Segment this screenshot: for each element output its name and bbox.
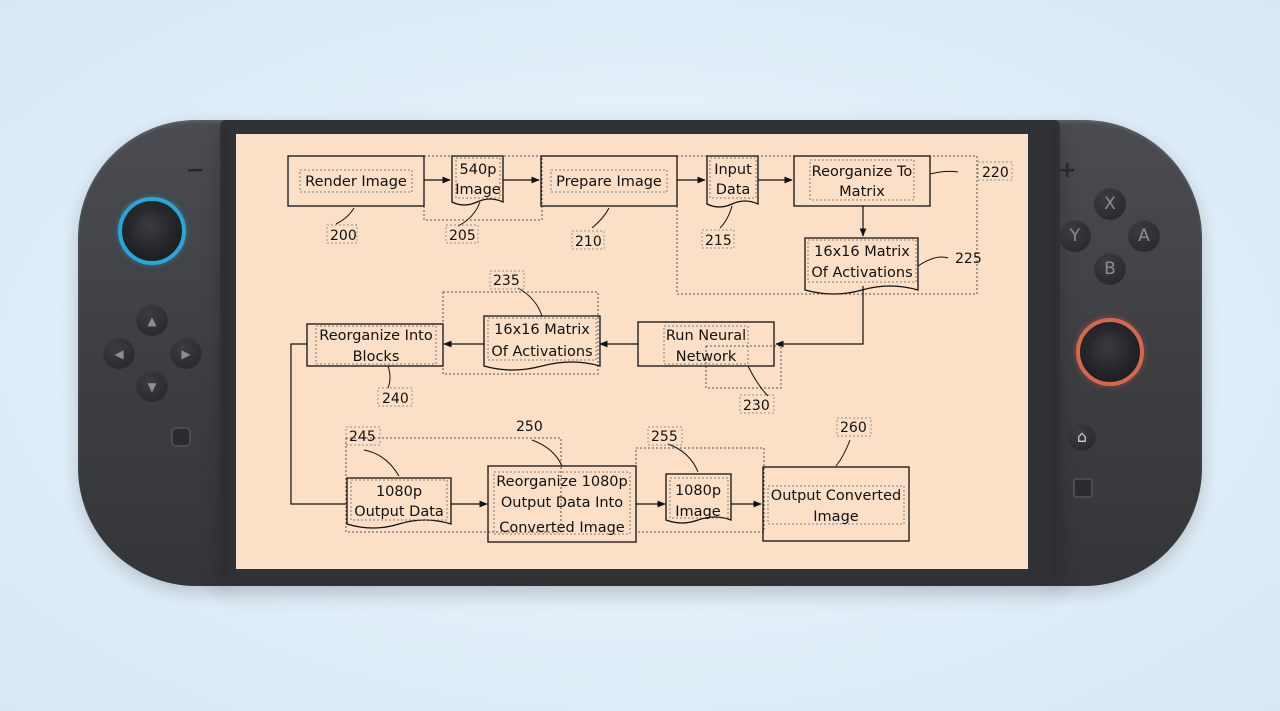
label-prepare-image: Prepare Image bbox=[556, 174, 662, 190]
dpad-up-button[interactable]: ▲ bbox=[136, 304, 168, 336]
ref-205: 205 bbox=[449, 228, 476, 244]
dpad-down-button[interactable]: ▼ bbox=[136, 370, 168, 402]
ref-numbers: 200 205 210 215 220 225 230 235 240 245 … bbox=[326, 161, 1013, 446]
left-analog-stick[interactable] bbox=[118, 197, 186, 265]
label-run-nn-1: Run Neural bbox=[666, 328, 746, 344]
a-button[interactable]: A bbox=[1128, 220, 1160, 252]
ref-255: 255 bbox=[651, 429, 678, 445]
right-rail bbox=[1050, 128, 1056, 578]
dpad-right-button[interactable]: ▶ bbox=[170, 337, 202, 369]
ref-245: 245 bbox=[349, 429, 376, 445]
boxes bbox=[287, 155, 931, 543]
label-reorganize-blocks-1: Reorganize Into bbox=[319, 328, 433, 344]
label-reorganize-blocks-2: Blocks bbox=[353, 349, 400, 365]
label-540p-image-2: Image bbox=[455, 182, 500, 198]
label-reorganize-1080p-2: Output Data Into bbox=[501, 495, 623, 511]
label-reorganize-matrix-2: Matrix bbox=[839, 184, 885, 200]
ref-240: 240 bbox=[382, 391, 409, 407]
capture-button[interactable] bbox=[171, 427, 191, 447]
arrow-left-icon: ◀ bbox=[114, 347, 124, 361]
dpad-left-button[interactable]: ◀ bbox=[103, 337, 135, 369]
label-input-data-2: Data bbox=[716, 182, 751, 198]
ref-220: 220 bbox=[982, 165, 1009, 181]
ref-250: 250 bbox=[516, 419, 543, 435]
leader-lines bbox=[335, 170, 959, 477]
label-render-image: Render Image bbox=[305, 174, 407, 190]
home-button[interactable]: ⌂ bbox=[1068, 423, 1096, 451]
label-run-nn-2: Network bbox=[676, 349, 737, 365]
label-frames bbox=[299, 157, 917, 535]
c-button[interactable] bbox=[1073, 478, 1093, 498]
label-matrix-235-1: 16x16 Matrix bbox=[494, 322, 590, 338]
dotted-regions bbox=[345, 155, 978, 533]
left-joycon bbox=[78, 120, 228, 586]
label-output-converted-1: Output Converted bbox=[771, 488, 901, 504]
plus-button[interactable]: + bbox=[1058, 158, 1077, 183]
arrow-down-icon: ▼ bbox=[147, 380, 157, 394]
screen: Render Image 540p Image Prepare Image In… bbox=[236, 134, 1028, 569]
label-reorganize-1080p-3: Converted Image bbox=[499, 520, 625, 536]
box-labels: Render Image 540p Image Prepare Image In… bbox=[305, 162, 912, 536]
label-matrix-225-2: Of Activations bbox=[811, 265, 912, 281]
label-1080p-output-1: 1080p bbox=[376, 484, 422, 500]
right-analog-stick[interactable] bbox=[1076, 318, 1144, 386]
label-reorganize-matrix-1: Reorganize To bbox=[812, 164, 913, 180]
label-1080p-image-2: Image bbox=[675, 504, 720, 520]
ref-200: 200 bbox=[330, 228, 357, 244]
label-matrix-225-1: 16x16 Matrix bbox=[814, 244, 910, 260]
label-1080p-image-1: 1080p bbox=[675, 483, 721, 499]
b-button[interactable]: B bbox=[1094, 253, 1126, 285]
minus-button[interactable]: − bbox=[186, 158, 205, 183]
label-matrix-235-2: Of Activations bbox=[491, 344, 592, 360]
ref-225: 225 bbox=[955, 251, 982, 267]
arrow-up-icon: ▲ bbox=[147, 314, 157, 328]
home-icon: ⌂ bbox=[1076, 427, 1088, 446]
ref-210: 210 bbox=[575, 234, 602, 250]
ref-230: 230 bbox=[743, 398, 770, 414]
left-rail bbox=[222, 128, 228, 578]
label-input-data-1: Input bbox=[714, 162, 752, 178]
x-button[interactable]: X bbox=[1094, 188, 1126, 220]
label-540p-image-1: 540p bbox=[460, 162, 497, 178]
arrow-right-icon: ▶ bbox=[181, 347, 191, 361]
label-reorganize-1080p-1: Reorganize 1080p bbox=[496, 474, 627, 490]
label-1080p-output-2: Output Data bbox=[354, 504, 444, 520]
connectors bbox=[290, 176, 867, 508]
ref-260: 260 bbox=[840, 420, 867, 436]
label-output-converted-2: Image bbox=[813, 509, 858, 525]
ref-215: 215 bbox=[705, 233, 732, 249]
y-button[interactable]: Y bbox=[1059, 220, 1091, 252]
ref-235: 235 bbox=[493, 273, 520, 289]
flow-diagram: Render Image 540p Image Prepare Image In… bbox=[287, 155, 1013, 543]
